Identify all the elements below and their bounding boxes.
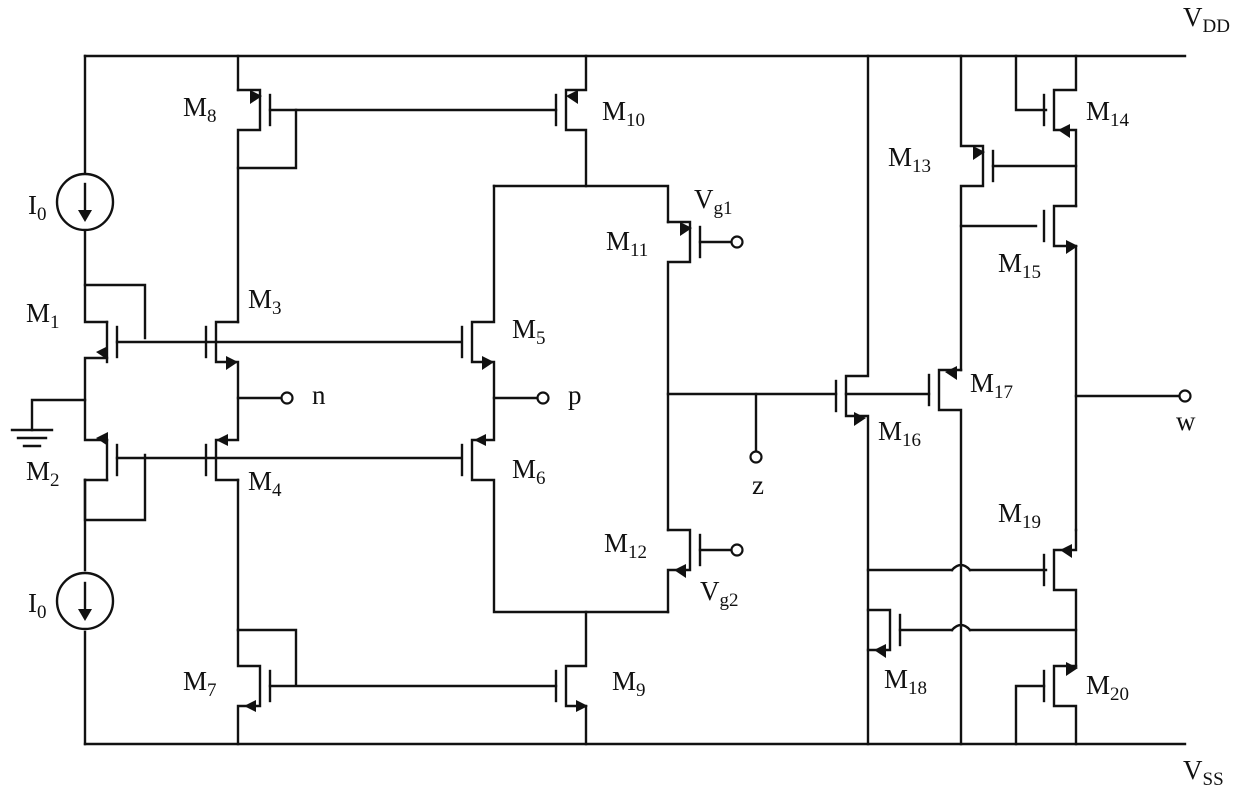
arrow-m17 — [945, 366, 957, 380]
terminal-z-pin[interactable] — [749, 450, 763, 464]
left-bias-branch — [10, 54, 462, 746]
arrow-m10 — [566, 90, 578, 104]
arrow-m13 — [973, 146, 985, 160]
m18-label: M18 — [884, 664, 927, 699]
arrow-m2 — [96, 432, 108, 446]
source-i0-bottom-label: I0 — [28, 588, 47, 623]
terminal-n-pin[interactable] — [280, 391, 294, 405]
arrow-m5 — [482, 356, 494, 370]
terminal-vg1-pin[interactable] — [730, 235, 744, 249]
m2-label: M2 — [26, 456, 60, 491]
m5-label: M5 — [512, 314, 546, 349]
terminal-w-pin[interactable] — [1178, 389, 1192, 403]
m15-label: M15 — [998, 248, 1041, 283]
m9-label: M9 — [612, 666, 646, 701]
m1-label: M1 — [26, 298, 60, 333]
m6-label: M6 — [512, 454, 546, 489]
m3-m4-branch — [204, 54, 558, 746]
terminal-p-label: p — [568, 380, 582, 410]
m11-label: M11 — [606, 226, 648, 261]
source-i0-top-label: I0 — [28, 190, 47, 225]
arrow-m6 — [474, 434, 486, 446]
vss-label: VSS — [1183, 755, 1224, 790]
vg2-label: Vg2 — [700, 576, 739, 611]
vdd-label: VDD — [1183, 2, 1230, 37]
output-stage — [834, 54, 1182, 746]
current-source-top — [55, 172, 115, 232]
m14-label: M14 — [1086, 96, 1130, 131]
arrow-m8 — [250, 90, 262, 104]
terminal-z-label: z — [752, 470, 764, 500]
m5-m6-branch — [460, 54, 838, 746]
m17-label: M17 — [970, 368, 1013, 403]
m13-label: M13 — [888, 142, 931, 177]
arrow-m14 — [1058, 124, 1070, 138]
arrow-m16 — [854, 412, 866, 426]
m16-label: M16 — [878, 416, 921, 451]
terminal-vg2-pin[interactable] — [730, 543, 744, 557]
arrow-m1 — [96, 346, 108, 360]
arrow-m7 — [244, 700, 256, 712]
m3-label: M3 — [248, 284, 282, 319]
terminal-p-pin[interactable] — [536, 391, 550, 405]
arrow-m11 — [680, 222, 692, 236]
arrow-m19 — [1060, 544, 1072, 558]
m7-label: M7 — [183, 666, 217, 701]
m20-label: M20 — [1086, 670, 1129, 705]
arrow-m15 — [1066, 240, 1078, 254]
m4-label: M4 — [248, 466, 282, 501]
m8-label: M8 — [183, 92, 217, 127]
terminal-n-label: n — [312, 380, 326, 410]
current-source-bottom — [55, 571, 115, 631]
arrow-m3 — [226, 356, 238, 370]
terminal-w-label: w — [1176, 406, 1196, 436]
arrow-m18 — [874, 644, 886, 658]
arrow-m12 — [674, 564, 686, 578]
vg1-label: Vg1 — [694, 184, 733, 219]
m12-label: M12 — [604, 528, 647, 563]
m10-label: M10 — [602, 96, 645, 131]
arrow-m20 — [1066, 662, 1078, 676]
arrow-m4 — [216, 434, 228, 446]
arrow-m9 — [576, 700, 588, 712]
m19-label: M19 — [998, 498, 1041, 533]
